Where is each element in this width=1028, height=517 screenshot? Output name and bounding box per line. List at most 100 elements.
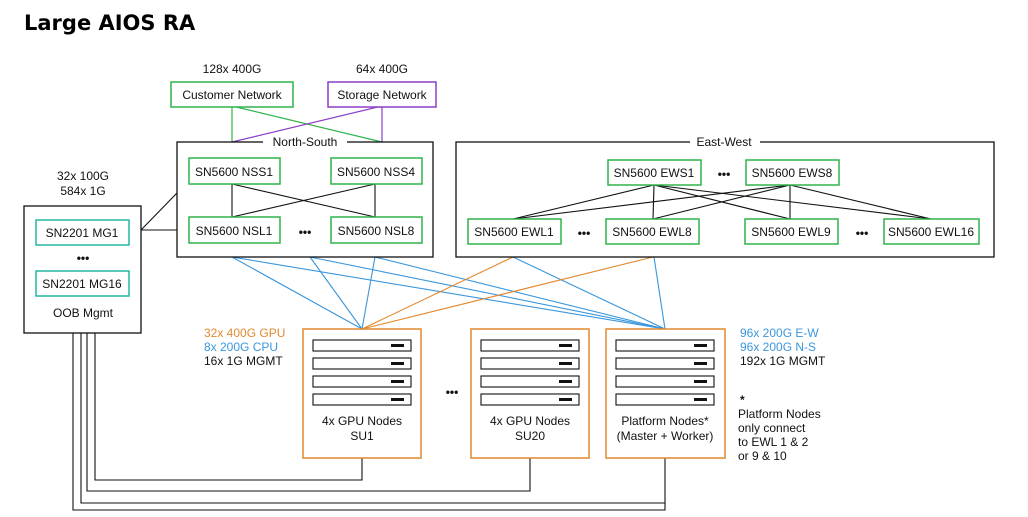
- server-led-icon: [391, 344, 404, 347]
- server-led-icon: [559, 398, 572, 401]
- ns-blue-link: [309, 256, 363, 330]
- server-led-icon: [694, 398, 707, 401]
- ewl8-label: SN5600 EWL8: [612, 225, 692, 239]
- server-led-icon: [694, 380, 707, 383]
- ew-mesh-line: [512, 184, 655, 220]
- oob-mgmt-cables: [72, 333, 666, 511]
- nsl8-label: SN5600 NSL8: [338, 224, 415, 238]
- oob-cable-platform: [72, 333, 666, 511]
- server-led-icon: [559, 362, 572, 365]
- oob-ns-links: [140, 192, 178, 231]
- su-spec-gpu: 32x 400G GPU: [204, 326, 285, 340]
- server-led-icon: [391, 362, 404, 365]
- server-icon: [312, 393, 412, 406]
- ewl9-label: SN5600 EWL9: [751, 225, 831, 239]
- oob-cable-su1: [94, 333, 363, 481]
- platform-spec-ns: 96x 200G N-S: [740, 340, 816, 354]
- ns-mesh-line: [231, 183, 376, 218]
- su-spec-mgmt: 16x 1G MGMT: [204, 354, 283, 368]
- nss1-label: SN5600 NSS1: [195, 165, 273, 179]
- footnote-line: or 9 & 10: [738, 449, 787, 463]
- customer-network-box[interactable]: [170, 81, 294, 108]
- ns-blue-link: [309, 256, 666, 330]
- server-led-icon: [391, 398, 404, 401]
- server-icon: [615, 393, 715, 406]
- mg16-switch[interactable]: [35, 270, 130, 297]
- footnote-line: Platform Nodes: [738, 407, 821, 421]
- storage-ports: 64x 400G: [356, 62, 408, 76]
- nsl1-label: SN5600 NSL1: [196, 224, 273, 238]
- nsl8-switch[interactable]: [330, 216, 423, 244]
- server-icon: [615, 339, 715, 352]
- east-west-label: East-West: [696, 135, 752, 149]
- east-west-label-bg: [690, 135, 760, 149]
- platform-servers: [615, 339, 715, 406]
- su1-line2: SU1: [350, 429, 374, 443]
- server-led-icon: [694, 362, 707, 365]
- ewl16-switch[interactable]: [883, 218, 980, 245]
- server-icon: [615, 375, 715, 388]
- ews8-label: SN5600 EWS8: [752, 166, 833, 180]
- oob-ellipsis: •••: [77, 251, 90, 265]
- north-south-label: North-South: [273, 135, 338, 149]
- ewl9-switch[interactable]: [744, 218, 839, 245]
- server-icon: [480, 393, 580, 406]
- ns-blue-link: [374, 256, 666, 330]
- ewl1-switch[interactable]: [467, 218, 562, 245]
- su20-line2: SU20: [515, 429, 545, 443]
- ews1-label: SN5600 EWS1: [614, 166, 695, 180]
- oob-link: [140, 192, 178, 231]
- server-led-icon: [391, 380, 404, 383]
- su-spec-cpu: 8x 200G CPU: [204, 340, 278, 354]
- ns-blue-link: [361, 256, 376, 330]
- ewl1-label: SN5600 EWL1: [474, 225, 554, 239]
- platform-spec-ew: 96x 200G E-W: [740, 326, 819, 340]
- footnote-star: *: [740, 393, 745, 407]
- server-icon: [312, 375, 412, 388]
- oob-cable-su20: [86, 333, 531, 492]
- nss4-label: SN5600 NSS4: [337, 165, 415, 179]
- su20-servers: [480, 339, 580, 406]
- ew-orange-link: [361, 256, 514, 330]
- footnote-line: to EWL 1 & 2: [738, 435, 809, 449]
- oob-mgmt-label: OOB Mgmt: [53, 306, 114, 320]
- ew-mesh: [512, 184, 932, 220]
- mg1-switch[interactable]: [35, 219, 130, 246]
- ew-mesh-line: [512, 184, 791, 220]
- su20-line1: 4x GPU Nodes: [490, 414, 570, 428]
- ew-mesh-line: [653, 184, 932, 220]
- su-ellipsis: •••: [446, 385, 459, 399]
- server-led-icon: [559, 380, 572, 383]
- nsl1-switch[interactable]: [188, 216, 281, 244]
- ewl16-label: SN5600 EWL16: [888, 225, 974, 239]
- ew-leaf-ellipsis-2: •••: [856, 226, 869, 240]
- ns-ellipsis: •••: [299, 225, 312, 239]
- nss1-switch[interactable]: [188, 157, 281, 185]
- ns-blue-link: [231, 256, 363, 330]
- ew-orange-link: [361, 256, 654, 330]
- ew-mesh-line: [652, 184, 791, 220]
- storage-link-nss1: [231, 105, 383, 143]
- customer-ports: 128x 400G: [203, 62, 262, 76]
- server-icon: [480, 375, 580, 388]
- storage-network-box[interactable]: [327, 81, 437, 108]
- customer-network-label: Customer Network: [182, 88, 282, 102]
- platform-line2: (Master + Worker): [617, 429, 714, 443]
- mg1-label: SN2201 MG1: [46, 226, 119, 240]
- ew-mesh-line: [789, 184, 932, 220]
- platform-line1: Platform Nodes*: [621, 414, 709, 428]
- nss4-switch[interactable]: [330, 157, 423, 185]
- storage-network-label: Storage Network: [337, 88, 427, 102]
- ew-orange-links: [361, 256, 654, 330]
- ews8-switch[interactable]: [745, 159, 840, 186]
- su1-servers: [312, 339, 412, 406]
- oob-cable-platform-2: [80, 333, 665, 504]
- ewl8-switch[interactable]: [605, 218, 700, 245]
- ns-mesh: [231, 183, 376, 218]
- ews1-switch[interactable]: [607, 159, 702, 186]
- server-icon: [615, 357, 715, 370]
- server-led-icon: [694, 344, 707, 347]
- server-icon: [480, 357, 580, 370]
- oob-ports-100g: 32x 100G: [57, 169, 109, 183]
